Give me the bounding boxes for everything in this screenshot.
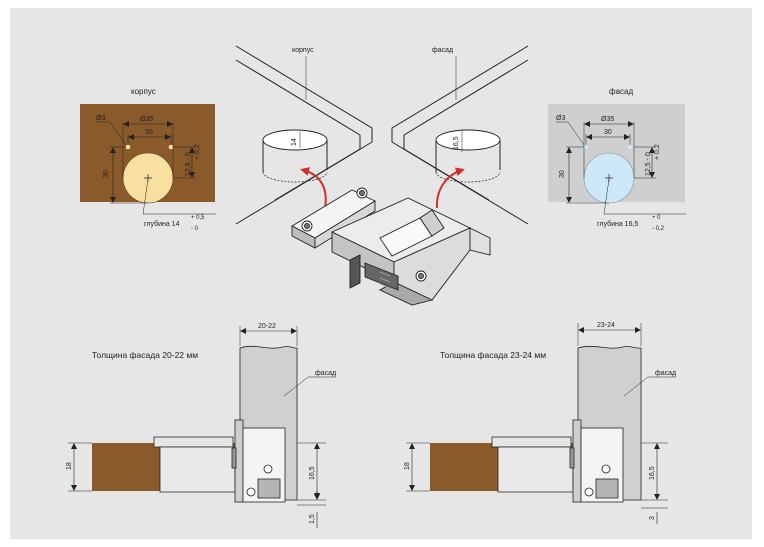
body-thickness: 18 — [404, 462, 411, 470]
body-cup-recess: 14 — [262, 129, 328, 183]
pilot-hole-right — [168, 144, 174, 150]
depth-tolerance-top: + 0 — [652, 215, 661, 221]
hinge-section — [153, 419, 286, 503]
dim-offset-base: 12,5 - 0 — [645, 152, 652, 176]
dim-pilot-spacing: 30 — [604, 129, 612, 136]
hinge-height: 16,5 — [309, 466, 316, 480]
pilot-hole-left — [583, 144, 589, 150]
body-title: корпус — [131, 87, 156, 96]
pilot-hole-left — [125, 144, 131, 150]
body-label: корпус — [292, 47, 314, 54]
dim-pilot-spacing: 30 — [145, 129, 153, 136]
facade-title: фасад — [609, 87, 633, 96]
dim-offset-tolerance: + 0,2 — [194, 144, 201, 160]
facade-label: фасад — [432, 47, 453, 54]
hinge-section — [491, 419, 624, 503]
depth-tolerance-bottom: - 0,2 — [652, 226, 665, 232]
depth-label: глубина 14 — [144, 220, 180, 228]
section-title: Толщина фасада 20-22 мм — [92, 350, 198, 360]
insert-arrow-right — [435, 167, 465, 209]
facade-thickness: 23-24 — [597, 322, 615, 329]
facade-drilling-view: фасад Ø35 30 Ø3 30 12,5 - 0 + 0,2 — [548, 87, 686, 232]
dim-offset-tolerance: + 0,2 — [654, 144, 661, 160]
section-view-20-22: Толщина фасада 20-22 мм 20-22 фасад — [66, 323, 336, 528]
facade-cup-recess: 16,5 — [435, 129, 501, 183]
hinge-gap: 1,5 — [309, 514, 316, 524]
dim-cup-diameter: Ø35 — [140, 116, 153, 123]
isometric-assembly-view: корпус 14 фасад 16 — [235, 45, 529, 306]
hinge-gap: 3 — [649, 516, 656, 520]
body-cup-depth: 14 — [291, 138, 298, 146]
facade-label: фасад — [655, 370, 676, 377]
body-drilling-view: корпус Ø35 30 Ø3 30 — [80, 87, 216, 232]
dim-pilot-diameter: Ø3 — [96, 115, 105, 122]
insert-arrow-left — [300, 167, 327, 209]
dim-cup-diameter: Ø35 — [601, 116, 614, 123]
facade-cup-depth: 16,5 — [453, 136, 460, 150]
dim-height: 30 — [559, 170, 566, 178]
section-view-23-24: Толщина фасада 23-24 мм 23-24 фасад — [404, 322, 676, 524]
dim-height: 30 — [103, 170, 110, 178]
depth-tolerance-bottom: - 0 — [191, 226, 199, 232]
dim-offset-base: 12,6 - 0 — [185, 152, 192, 176]
body-thickness: 18 — [66, 462, 73, 470]
facade-label: фасад — [315, 370, 336, 377]
pilot-hole-right — [627, 144, 633, 150]
depth-label: глубина 16,5 — [597, 220, 638, 228]
section-title: Толщина фасада 23-24 мм — [440, 350, 546, 360]
depth-tolerance-top: + 0,5 — [191, 215, 205, 221]
hinge-illustration — [291, 187, 491, 306]
dim-pilot-diameter: Ø3 — [556, 115, 565, 122]
hinge-height: 16,5 — [649, 466, 656, 480]
facade-thickness: 20-22 — [258, 323, 276, 330]
